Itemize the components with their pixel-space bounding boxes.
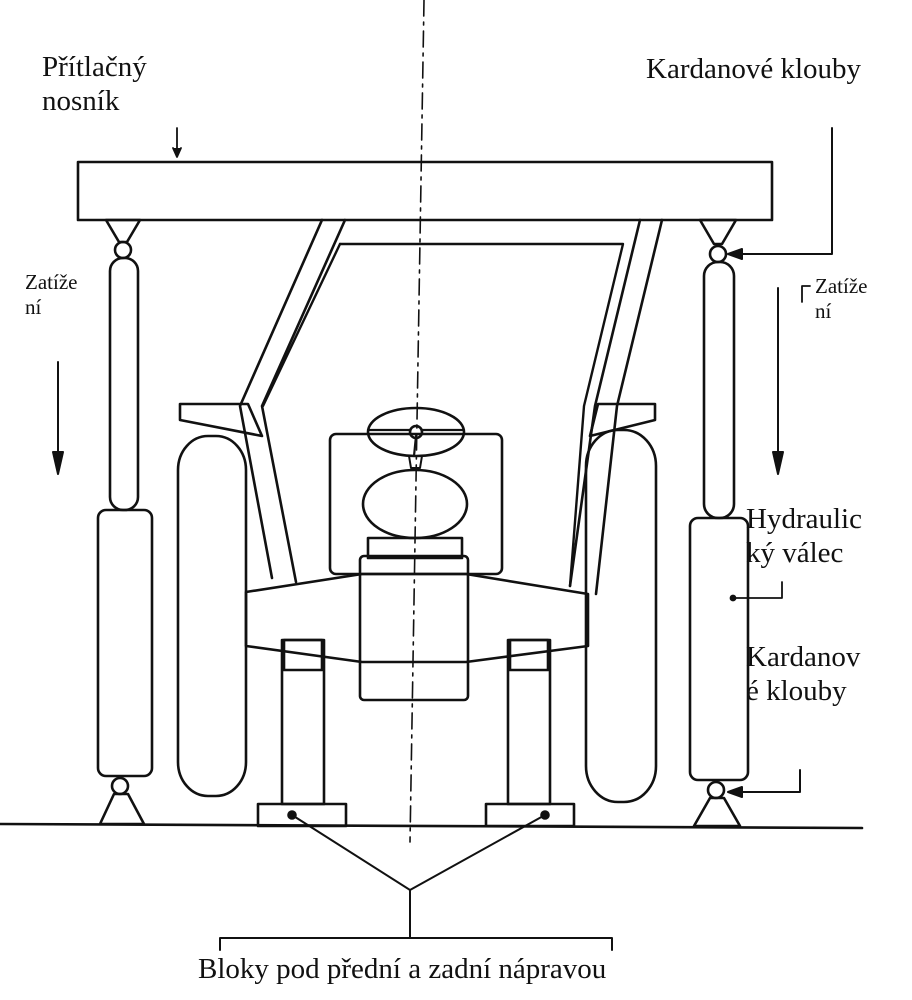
bottom-joints-label-line-1: Kardanov bbox=[746, 641, 861, 673]
left-axle-post bbox=[280, 638, 326, 806]
right-load-arrow bbox=[772, 285, 811, 475]
center-axis-line bbox=[409, 0, 425, 843]
bottom-joints-label: Kardanov é klouby bbox=[746, 640, 860, 708]
right-hydraulic-cylinder bbox=[688, 218, 750, 828]
beam-label-arrow bbox=[172, 127, 182, 158]
left-axle-post-cap bbox=[282, 638, 324, 672]
left-fender bbox=[178, 402, 264, 438]
hydraulic-label-line-1: Hydraulic bbox=[746, 503, 862, 535]
left-wheel bbox=[176, 434, 248, 798]
hydraulic-label-line-2: ký válec bbox=[746, 537, 844, 570]
pressure-beam-label: Přítlačný nosník bbox=[42, 50, 147, 118]
bottom-joint-leader bbox=[727, 769, 801, 798]
hydraulic-cylinder-label: Hydraulic ký válec bbox=[746, 502, 862, 570]
left-axle-block bbox=[256, 802, 348, 828]
transmission-block bbox=[358, 554, 470, 702]
rops-frame bbox=[238, 218, 664, 596]
right-load-label-line-2: ní bbox=[815, 298, 832, 323]
bottom-joints-label-line-2: é klouby bbox=[746, 675, 847, 708]
axle-blocks-label: Bloky pod přední a zadní nápravou bbox=[198, 953, 607, 985]
right-axle-post-cap bbox=[508, 638, 550, 672]
central-housing bbox=[328, 432, 504, 576]
right-wheel bbox=[584, 428, 658, 804]
right-fender bbox=[588, 402, 657, 438]
pressure-beam bbox=[76, 160, 774, 222]
pressure-beam-label-line-2: nosník bbox=[42, 85, 120, 118]
axle-housing bbox=[244, 572, 590, 664]
left-load-label: Zatíže ní bbox=[25, 270, 77, 320]
right-axle-post bbox=[506, 638, 552, 806]
left-load-arrow bbox=[52, 361, 64, 475]
hydraulic-leader bbox=[729, 581, 783, 602]
right-axle-block bbox=[484, 802, 576, 828]
left-hydraulic-cylinder bbox=[96, 218, 154, 826]
pressure-beam-label-line-1: Přítlačný bbox=[42, 51, 147, 83]
left-load-label-line-1: Zatíže bbox=[25, 270, 78, 294]
top-joints-label: Kardanové klouby bbox=[646, 53, 862, 85]
left-load-label-line-2: ní bbox=[25, 294, 42, 319]
steering-wheel bbox=[366, 406, 466, 469]
right-load-label-line-1: Zatíže bbox=[815, 274, 868, 298]
top-joint-leader bbox=[727, 127, 833, 260]
blocks-leader bbox=[219, 814, 613, 951]
right-load-label: Zatíže ní bbox=[815, 274, 867, 324]
driver-seat bbox=[361, 468, 469, 540]
